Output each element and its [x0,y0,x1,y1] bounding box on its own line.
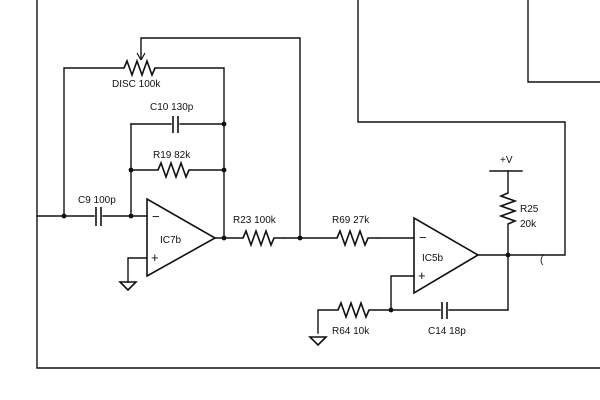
c10-capacitor [172,116,179,133]
junction-dot [297,235,303,241]
r25-value-label: 20k [520,219,537,230]
disc-loop-left-wire [63,67,125,217]
r64-ground-symbol [308,336,328,347]
c9-capacitor [95,207,102,226]
disc-right-wire [154,67,225,125]
frame-inner-box [527,0,600,83]
ic5-op-amp [413,216,480,295]
ic7-ground-symbol [118,281,138,292]
disc-wiper-arrow [136,52,146,61]
output-partial-glyph: ( [540,255,544,266]
vplus-label: +V [500,155,513,166]
r23-resistor [242,228,284,248]
disc-wiper-wire [140,37,301,239]
junction-dot [388,307,394,313]
ic7-ground-wire [127,257,148,283]
r64-label: R64 10k [332,326,370,337]
r25-name-label: R25 [520,204,539,215]
frame-left-edge [36,0,600,369]
r23-label: R23 100k [233,215,277,226]
frame-top-right-border [357,0,566,256]
r64-ground-wire [317,309,339,334]
c10-label: C10 130p [150,102,194,113]
ic5-minus-sign: − [419,230,427,245]
ic7-label: IC7b [160,235,182,246]
c9-label: C9 100p [78,195,116,206]
r25-resistor [498,192,518,225]
ic7-op-amp [146,197,217,278]
r19-label: R19 82k [153,150,191,161]
ic7-plus-sign: + [151,250,159,265]
ic5-plus-sign: + [418,268,426,283]
junction-dot [221,235,227,241]
junction-dot [221,167,227,173]
c14-label: C14 18p [428,326,466,337]
junction-dot [128,213,134,219]
c14-capacitor [441,302,448,319]
disc-label: DISC 100k [112,79,161,90]
ic5-plus-wire [390,275,415,311]
ic5-label: IC5b [422,253,444,264]
ic7-minus-sign: − [152,209,160,224]
disc-potentiometer [123,58,156,78]
junction-dot [505,252,511,258]
junction-dot [128,167,134,173]
r69-resistor [336,228,378,248]
junction-dot [221,121,227,127]
junction-dot [61,213,67,219]
r69-label: R69 27k [332,215,370,226]
r64-resistor [337,300,391,320]
r19-resistor [157,160,190,180]
